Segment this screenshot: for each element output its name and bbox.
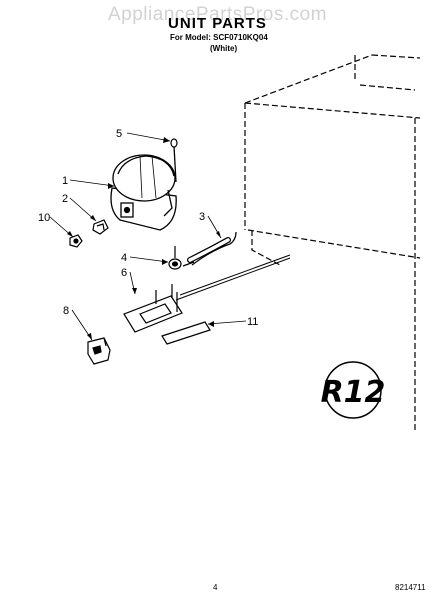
- bracket-icon: [161, 321, 211, 345]
- callout-5: 5: [116, 128, 122, 140]
- callout-11: 11: [247, 316, 258, 328]
- callout-3: 3: [199, 211, 205, 223]
- grommet-icon: [69, 234, 83, 248]
- color-variant: (White): [210, 44, 238, 53]
- document-code: 8214711: [395, 583, 426, 592]
- callout-8: 8: [63, 305, 69, 317]
- compressor-icon: [110, 145, 177, 231]
- page-number: 4: [213, 583, 218, 592]
- callout-4: 4: [121, 252, 127, 264]
- drier-icon: [182, 231, 237, 267]
- cabinet-base-lines: [175, 254, 291, 301]
- leader-arrowheads: [67, 137, 221, 340]
- valve-icon: [170, 138, 178, 148]
- callout-2: 2: [62, 193, 68, 205]
- r12-refrigerant-badge-icon: R12: [321, 361, 386, 419]
- callout-6: 6: [121, 267, 127, 279]
- callout-1: 1: [62, 175, 68, 187]
- mounting-base-icon: [123, 284, 183, 333]
- page-title: UNIT PARTS: [168, 15, 267, 32]
- clip-icon: [87, 337, 111, 365]
- relay-icon: [92, 219, 109, 235]
- model-line: For Model: SCF0710KQ04: [170, 33, 268, 42]
- badge-text: R12: [321, 375, 386, 410]
- bushing-icon: [168, 246, 182, 270]
- callout-10: 10: [38, 212, 50, 224]
- cabinet-outline: [244, 54, 421, 430]
- watermark: AppliancePartsPros.com: [107, 4, 328, 25]
